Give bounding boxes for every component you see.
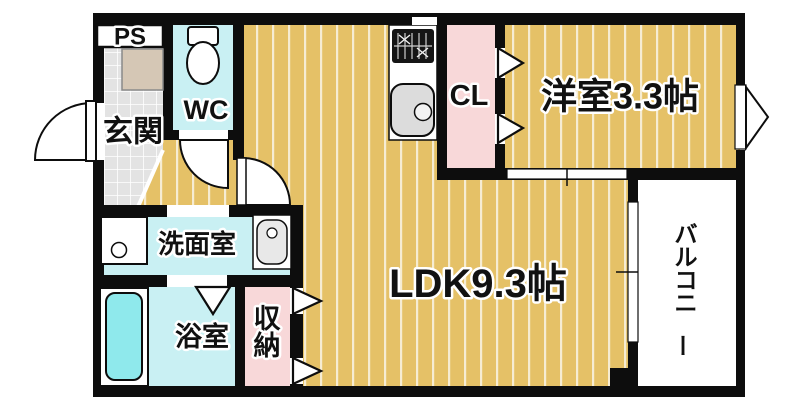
wall-segment <box>495 25 505 172</box>
wall-segment <box>93 13 104 103</box>
label-balcony: バルコニー <box>670 221 698 357</box>
washbasin-icon <box>252 214 292 270</box>
fixtures <box>95 23 435 387</box>
bathroom-folding-door-icon <box>194 285 232 317</box>
balcony-step <box>610 368 638 386</box>
label-bathroom: 浴室 <box>175 321 229 352</box>
wc-door-icon <box>178 139 229 190</box>
western-ldk-sliding-door-icon <box>506 168 628 186</box>
stove-icon <box>392 29 434 63</box>
western-window-icon <box>734 83 770 152</box>
wall-segment <box>235 275 245 397</box>
wall-segment <box>736 150 745 397</box>
kitchen-window <box>412 17 437 25</box>
bathroom-door-gap <box>167 275 227 287</box>
room-storage-floor <box>240 280 296 390</box>
wall-segment <box>163 25 173 140</box>
washing-machine-icon <box>100 216 148 265</box>
room-western-floor <box>500 20 740 172</box>
storage-folding-door-icon <box>290 286 324 386</box>
label-western-room: 洋室3.3帖 <box>541 76 699 117</box>
label-storage: 収納 <box>254 304 282 361</box>
label-washroom: 洗面室 <box>158 229 236 259</box>
balcony-sliding-door-icon <box>616 201 639 343</box>
labels: PS 玄関 WC 洗面室 浴室 収納 CL LDK9.3帖 洋室3.3帖 バルコ… <box>101 21 702 364</box>
wall-segment <box>233 25 244 160</box>
toilet-icon <box>186 26 220 85</box>
label-ps: PS <box>114 24 146 51</box>
label-ldk: LDK9.3帖 <box>389 262 567 306</box>
room-balcony-floor <box>634 175 740 390</box>
entrance-door-icon <box>33 100 97 162</box>
shoe-cabinet-icon <box>121 48 164 91</box>
entrance-step-line <box>135 149 165 210</box>
wall-segment <box>93 386 745 397</box>
kitchen-sink-icon <box>390 83 435 137</box>
ps-box <box>95 23 165 49</box>
label-wc: WC <box>184 95 229 125</box>
room-closet-floor <box>440 20 500 172</box>
closet-folding-door-icon <box>495 46 526 145</box>
label-entrance: 玄関 <box>103 115 163 149</box>
ldk-door-icon <box>236 156 292 206</box>
doors-and-windows <box>33 17 770 386</box>
bathtub-icon <box>99 287 149 387</box>
wall-segment <box>736 13 745 85</box>
wc-door-gap <box>179 130 228 140</box>
wall-segment <box>437 25 447 180</box>
label-closet: CL <box>450 80 489 112</box>
washroom-door-gap <box>167 205 229 217</box>
